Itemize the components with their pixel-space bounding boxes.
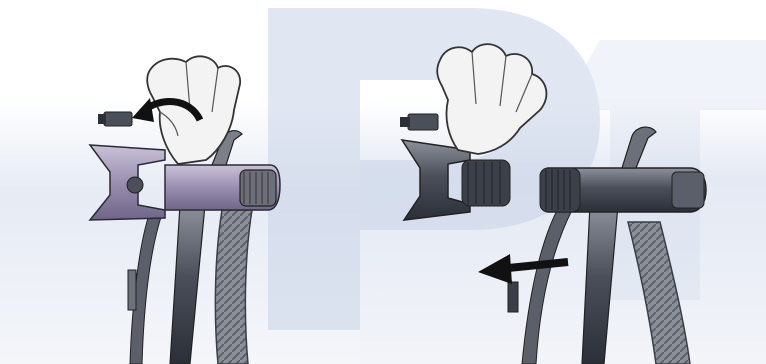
spray-tip-right bbox=[408, 114, 438, 130]
spray-tip-left bbox=[104, 112, 132, 126]
